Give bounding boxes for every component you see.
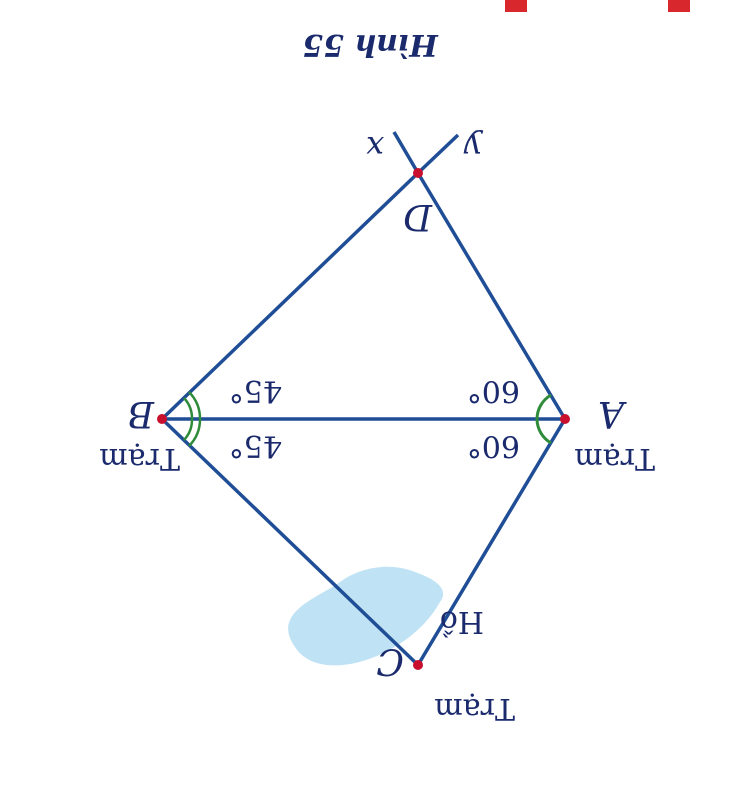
label-B: B bbox=[128, 393, 155, 434]
angle-arc-B-upper-2 bbox=[188, 418, 202, 447]
angle-B-upper-label: 45° bbox=[229, 373, 282, 408]
ray-Dy bbox=[416, 133, 460, 175]
segment-AC bbox=[416, 418, 567, 666]
lake-label: Hồ bbox=[439, 604, 484, 639]
label-x: x bbox=[366, 129, 384, 167]
angle-B-lower-label: 45° bbox=[229, 428, 282, 463]
corner-mark-left bbox=[505, 0, 527, 12]
station-C-label: Trạm bbox=[434, 691, 515, 726]
station-B-label: Trạm bbox=[99, 441, 180, 476]
label-A: A bbox=[598, 393, 627, 434]
ray-Dx bbox=[392, 131, 420, 174]
station-A-label: Trạm bbox=[574, 441, 655, 476]
angle-arc-A-upper bbox=[535, 418, 552, 445]
angle-A-upper-label: 60° bbox=[467, 373, 520, 408]
label-C: C bbox=[376, 640, 404, 681]
point-D bbox=[413, 168, 423, 178]
segment-AD bbox=[416, 172, 567, 420]
segment-BC bbox=[160, 417, 420, 667]
angle-A-lower-label: 60° bbox=[467, 428, 520, 463]
label-y: y bbox=[463, 129, 484, 167]
point-A bbox=[560, 414, 570, 424]
label-D: D bbox=[403, 196, 433, 237]
segment-BD bbox=[160, 171, 420, 421]
point-B bbox=[157, 414, 167, 424]
caption: Hình 55 bbox=[302, 27, 439, 62]
angle-arc-B-upper-1 bbox=[183, 418, 194, 441]
corner-mark-right bbox=[668, 0, 690, 12]
angle-arc-A-lower bbox=[535, 393, 552, 420]
angle-arc-B-lower-1 bbox=[183, 397, 194, 420]
angle-arc-B-lower-2 bbox=[188, 391, 202, 420]
point-C bbox=[413, 660, 423, 670]
